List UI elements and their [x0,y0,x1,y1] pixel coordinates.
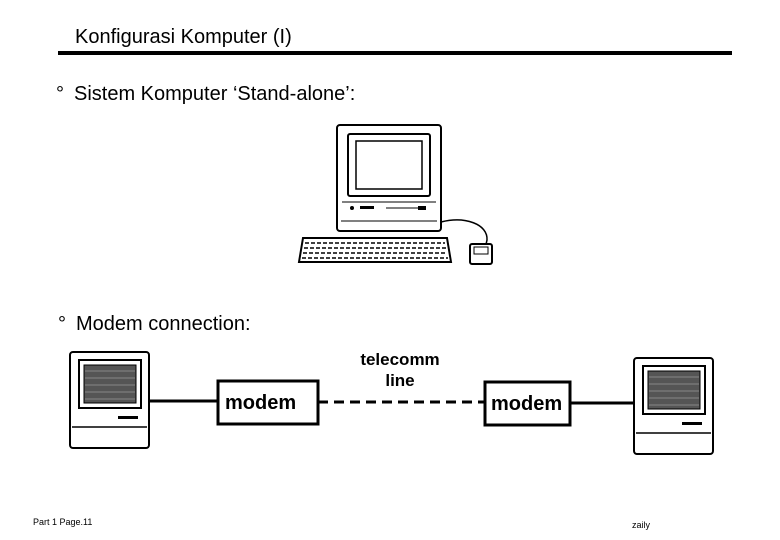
right-computer-illustration [633,357,714,455]
right-modem-box [483,380,572,427]
standalone-computer-illustration [297,124,493,265]
left-computer-illustration [69,351,150,449]
bullet-mark: ° [58,313,66,335]
telecomm-line-label-1: telecomm [360,350,440,369]
bullet-modem: ° Modem connection: [58,313,251,336]
bullet-mark: ° [56,83,64,105]
footer-page-number: Part 1 Page.11 [33,517,93,527]
telecomm-line-label: telecomm line [345,349,455,391]
bullet-standalone-text: Sistem Komputer ‘Stand-alone’: [74,83,356,105]
title-underline [58,51,732,55]
slide-title: Konfigurasi Komputer (I) [75,26,292,48]
bullet-modem-text: Modem connection: [76,313,251,335]
left-modem-label: modem [225,392,297,414]
bullet-standalone: ° Sistem Komputer ‘Stand-alone’: [56,83,355,106]
footer-author: zaily [632,520,651,530]
left-modem-box [216,379,320,426]
right-modem-label: modem [491,393,563,415]
telecomm-line-label-2: line [385,371,415,390]
